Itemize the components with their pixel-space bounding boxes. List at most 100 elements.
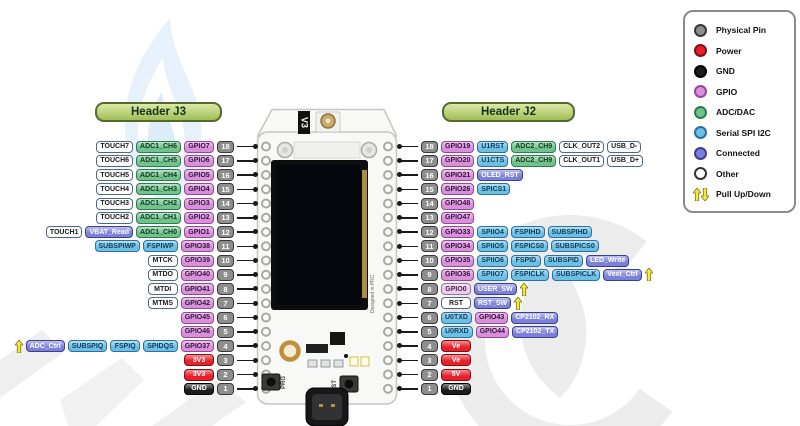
- header-hole: [383, 298, 393, 309]
- pin-number-right-7: 7: [421, 297, 438, 310]
- pin-label-gpio34: GPIO34: [441, 240, 475, 253]
- pin-number-right-3: 3: [421, 354, 438, 367]
- pin-label-spics1: SPICS1: [477, 183, 511, 196]
- pin-number-right-17: 17: [421, 154, 438, 167]
- pin-connector-dot: [253, 300, 258, 306]
- pin-number-left-3: 3: [217, 354, 234, 367]
- header-hole: [383, 184, 393, 195]
- pin-label-gpio41: GPIO41: [180, 283, 214, 295]
- pin-number-left-16: 16: [217, 169, 234, 181]
- header-hole: [383, 369, 393, 380]
- pin-connector-dot: [397, 243, 402, 249]
- pin-label-gpio45: GPIO45: [180, 311, 214, 324]
- pin-label-oled_rst: OLED_RST: [477, 169, 523, 181]
- usb-c-cavity: [312, 394, 342, 420]
- smd-part: [333, 359, 344, 368]
- pin-label-spidqs: SPIDQS: [143, 340, 178, 352]
- pin-label-u1cts: U1CTS: [477, 154, 509, 167]
- header-hole: [383, 170, 393, 180]
- pin-number-left-6: 6: [217, 311, 234, 324]
- metal-strip: [293, 141, 361, 159]
- screw-left-center: [282, 147, 288, 153]
- pin-number-left-7: 7: [217, 297, 234, 310]
- pin-label-subspihd: SUBSPIHD: [547, 226, 592, 238]
- legend-label: GND: [716, 66, 735, 77]
- pin-number-left-12: 12: [217, 226, 234, 238]
- header-j2-title: Header J2: [442, 102, 575, 122]
- pin-label-subspics0: SUBSPICS0: [551, 240, 599, 253]
- pin-label-u1rst: U1RST: [477, 140, 509, 153]
- header-hole: [383, 326, 393, 337]
- pin-number-right-1: 1: [421, 382, 438, 395]
- pin-connector-line: [397, 257, 418, 263]
- legend-item-serial-spi-i2c: Serial SPI I2C: [694, 123, 785, 144]
- pin-label-touch2: TOUCH2: [96, 211, 134, 224]
- pin-label-subspid: SUBSPID: [543, 254, 583, 267]
- pull-up-down-icon: [692, 187, 709, 201]
- pin-label-gpio6: GPIO6: [184, 154, 214, 167]
- pin-connector-line: [237, 186, 258, 192]
- screw-right-center: [366, 147, 372, 153]
- pin-number-right-12: 12: [421, 226, 438, 238]
- smd-component: [306, 344, 328, 353]
- pin-label-gpio20: GPIO20: [441, 154, 475, 167]
- pin-label-spiio7: SPIIO7: [477, 268, 508, 281]
- connected-color-swatch: [694, 146, 707, 160]
- pin-label-fspics0: FSPICS0: [510, 240, 549, 253]
- pin-number-left-13: 13: [217, 211, 234, 224]
- pin-label-touch3: TOUCH3: [96, 197, 134, 210]
- pin-label-gpio21: GPIO21: [441, 169, 475, 181]
- pin-connector-dot: [253, 272, 258, 278]
- ipex-antenna-center: [325, 118, 331, 124]
- pin-label-touch4: TOUCH4: [96, 183, 134, 196]
- rst-button-cap[interactable]: [344, 379, 354, 389]
- pin-label-gpio47: GPIO47: [441, 211, 475, 224]
- pin-connector-line: [237, 343, 258, 349]
- pin-label-adc_ctrl: ADC_Ctrl: [25, 340, 65, 352]
- pin-connector-line: [237, 143, 258, 149]
- other-color-swatch: [694, 167, 707, 181]
- pin-connector-line: [397, 200, 418, 206]
- pin-connector-dot: [253, 357, 258, 363]
- pin-connector-dot: [397, 386, 402, 392]
- led-rx: [360, 356, 370, 367]
- pin-connector-line: [237, 371, 258, 377]
- pin-connector-dot: [397, 371, 402, 377]
- header-hole: [261, 326, 271, 337]
- pin-label-gnd: GND: [184, 382, 214, 395]
- pin-label-subspiwp: SUBSPIWP: [94, 240, 140, 253]
- pin-number-right-14: 14: [421, 197, 438, 210]
- board-graphic: V3 Designed in PRC PRG RST: [256, 108, 398, 426]
- pin-connector-dot: [253, 343, 258, 349]
- pin-connector-dot: [253, 172, 258, 178]
- led-tx: [349, 356, 359, 367]
- pin-label-gpio0: GPIO0: [441, 283, 471, 295]
- pin-number-right-8: 8: [421, 283, 438, 295]
- pin-label-gpio4: GPIO4: [184, 183, 214, 196]
- pin-label-cp2102_rx: CP2102_RX: [511, 311, 559, 324]
- pin-number-right-5: 5: [421, 325, 438, 338]
- pin-label-spiio5: SPIIO5: [477, 240, 508, 253]
- rst-button-label: RST: [332, 380, 338, 392]
- pin-connector-dot: [397, 357, 402, 363]
- smd-part: [307, 359, 318, 368]
- pin-label-adc1_ch3: ADC1_CH3: [136, 183, 181, 196]
- pin-label-ve: Ve: [441, 354, 471, 367]
- pin-connector-dot: [397, 229, 402, 235]
- prg-button-cap[interactable]: [266, 377, 276, 387]
- pin-connector-dot: [397, 215, 402, 221]
- pin-label-gpio1: GPIO1: [184, 226, 214, 238]
- header-hole: [383, 269, 393, 280]
- pin-number-right-13: 13: [421, 211, 438, 224]
- pin-number-left-11: 11: [217, 240, 234, 253]
- pull-down-arrow-icon: [700, 187, 709, 201]
- header-hole: [383, 383, 393, 394]
- pin-label-gpio2: GPIO2: [184, 211, 214, 224]
- header-hole: [261, 298, 271, 309]
